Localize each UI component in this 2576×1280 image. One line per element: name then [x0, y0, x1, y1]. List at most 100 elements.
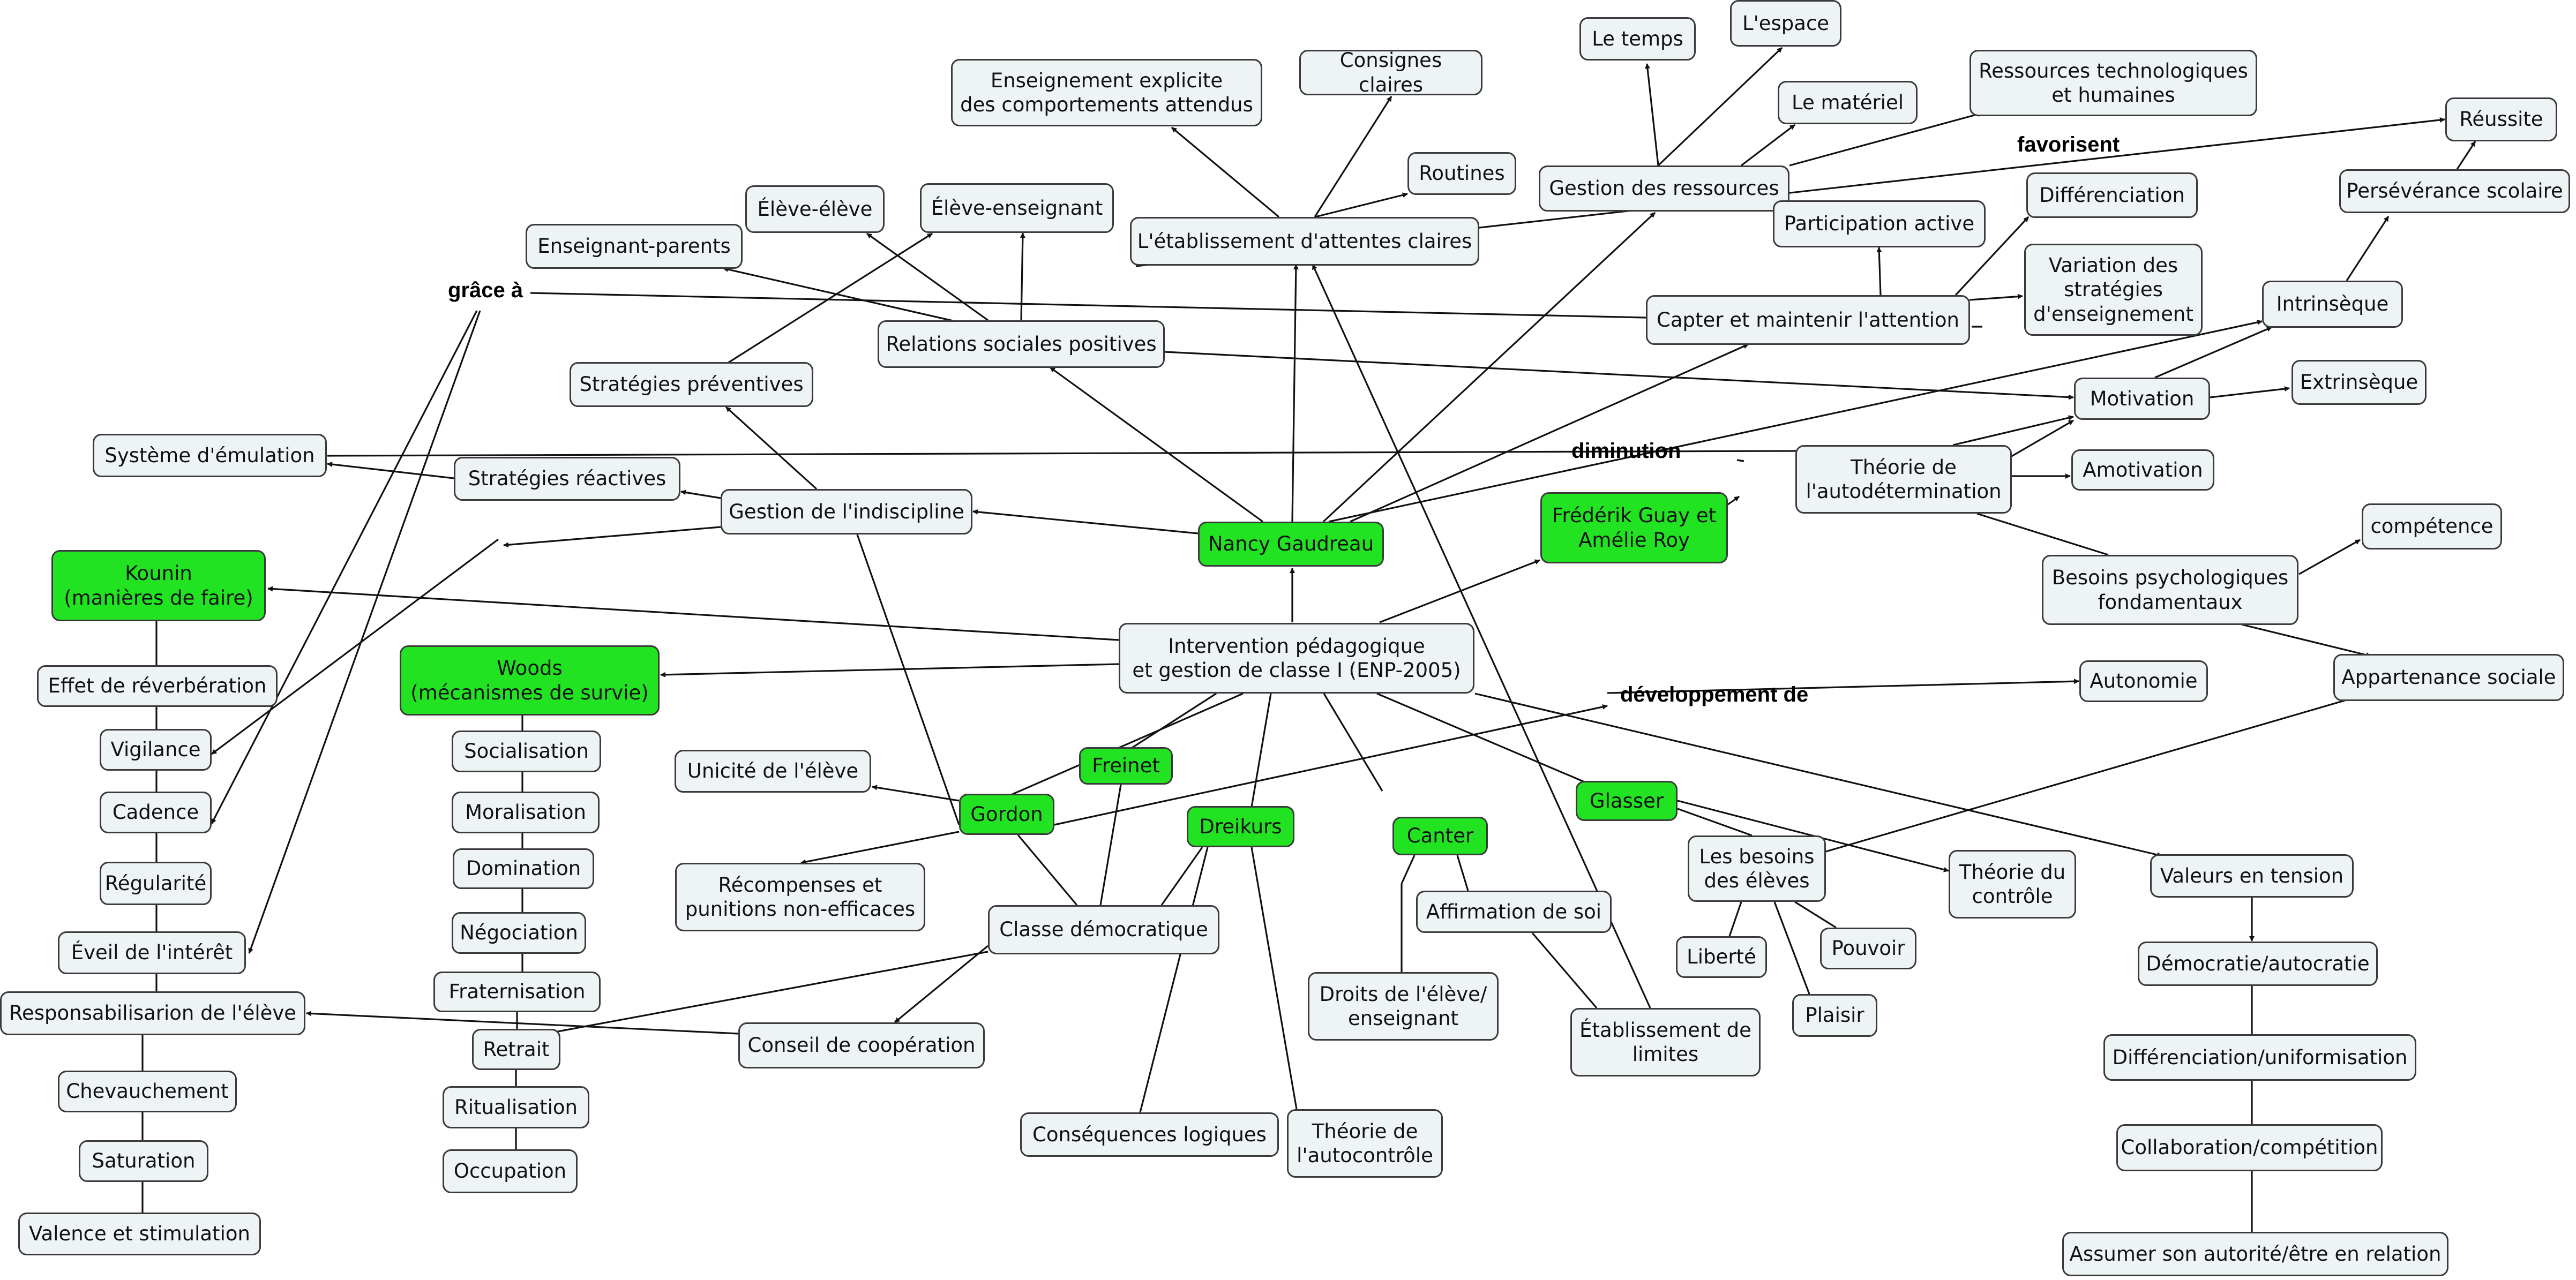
concept-attentes-claires[interactable]: L'établissement d'attentes claires: [1130, 217, 1479, 266]
link-line-25: [1164, 351, 2074, 400]
link-line-53: [2241, 623, 2371, 658]
concept-socialisation[interactable]: Socialisation: [452, 731, 601, 772]
link-line-4: [1006, 692, 1244, 798]
concept-valeurs-tension[interactable]: Valeurs en tension: [2150, 854, 2354, 898]
concept-consignes[interactable]: Consignes claires: [1299, 49, 1482, 96]
concept-saturation[interactable]: Saturation: [79, 1140, 208, 1182]
concept-canter[interactable]: Canter: [1392, 817, 1488, 855]
concept-gordon[interactable]: Gordon: [959, 794, 1054, 835]
concept-droits[interactable]: Droits de l'élève/ enseignant: [1308, 972, 1499, 1041]
concept-woods[interactable]: Woods (mécanismes de survie): [400, 645, 660, 716]
concept-classe-democratique[interactable]: Classe démocratique: [988, 905, 1219, 954]
concept-le-materiel[interactable]: Le matériel: [1778, 81, 1918, 124]
concept-eleve-eleve[interactable]: Élève-élève: [745, 185, 885, 233]
concept-valence[interactable]: Valence et stimulation: [18, 1213, 261, 1255]
concept-theorie-autodetermination[interactable]: Théorie de l'autodétermination: [1795, 445, 2012, 514]
concept-relations-sociales[interactable]: Relations sociales positives: [878, 320, 1165, 368]
link-label-grace: grâce à: [448, 278, 523, 302]
link-line-5: [1130, 692, 1217, 750]
concept-besoins-eleves[interactable]: Les besoins des élèves: [1688, 835, 1826, 902]
concept-systeme-emulation[interactable]: Système d'émulation: [93, 434, 327, 477]
concept-intrinseque[interactable]: Intrinsèque: [2262, 281, 2403, 328]
concept-ressources-techno[interactable]: Ressources technologiques et humaines: [1970, 50, 2257, 116]
concept-center[interactable]: Intervention pédagogique et gestion de c…: [1119, 623, 1474, 694]
link-line-85: [1401, 855, 1416, 884]
link-line-78: [1099, 784, 1122, 906]
concept-pouvoir[interactable]: Pouvoir: [1820, 928, 1916, 969]
concept-theorie-controle[interactable]: Théorie du contrôle: [1949, 850, 2076, 918]
concept-effet-reverberation[interactable]: Effet de réverbération: [37, 665, 278, 707]
concept-gestion-ressources[interactable]: Gestion des ressources: [1539, 165, 1789, 212]
concept-unicite[interactable]: Unicité de l'élève: [675, 750, 871, 793]
concept-affirmation[interactable]: Affirmation de soi: [1416, 891, 1612, 933]
concept-kounin[interactable]: Kounin (manières de faire): [51, 550, 266, 621]
concept-liberte[interactable]: Liberté: [1676, 936, 1767, 978]
link-line-50: [1727, 495, 1740, 506]
concept-vigilance[interactable]: Vigilance: [100, 729, 212, 771]
concept-dreikurs[interactable]: Dreikurs: [1187, 806, 1294, 847]
concept-eleve-enseignant[interactable]: Élève-enseignant: [920, 183, 1114, 233]
concept-etablissement-limites[interactable]: Établissement de limites: [1570, 1008, 1761, 1076]
concept-besoins-psy[interactable]: Besoins psychologiques fondamentaux: [2042, 555, 2298, 625]
concept-assumer[interactable]: Assumer son autorité/être en relation: [2062, 1232, 2448, 1276]
link-line-1: [1379, 559, 1540, 623]
link-line-49: [2009, 419, 2074, 458]
link-line-45: [2210, 386, 2290, 398]
link-line-81: [1250, 847, 1298, 1110]
concept-recompenses[interactable]: Récompenses et punitions non-efficaces: [675, 863, 925, 931]
concept-democratie[interactable]: Démocratie/autocratie: [2138, 942, 2378, 986]
concept-routines[interactable]: Routines: [1407, 152, 1516, 195]
concept-consequences-logiques[interactable]: Conséquences logiques: [1020, 1112, 1279, 1157]
link-line-87: [1456, 855, 1469, 891]
concept-le-temps[interactable]: Le temps: [1579, 17, 1696, 61]
concept-autonomie[interactable]: Autonomie: [2079, 660, 2208, 702]
concept-l-espace[interactable]: L'espace: [1730, 0, 1841, 47]
link-line-17: [680, 490, 721, 499]
concept-enseignant-parents[interactable]: Enseignant-parents: [526, 224, 743, 269]
concept-occupation[interactable]: Occupation: [443, 1149, 578, 1193]
concept-collaboration[interactable]: Collaboration/compétition: [2116, 1124, 2383, 1171]
concept-moralisation[interactable]: Moralisation: [452, 792, 600, 833]
link-line-21: [327, 462, 454, 479]
concept-glasser[interactable]: Glasser: [1576, 781, 1678, 821]
concept-capter[interactable]: Capter et maintenir l'attention: [1646, 295, 1970, 345]
concept-theorie-autocontrole[interactable]: Théorie de l'autocontrôle: [1287, 1109, 1443, 1178]
concept-appartenance[interactable]: Appartenance sociale: [2333, 654, 2564, 701]
concept-extrinseque[interactable]: Extrinsèque: [2292, 360, 2427, 405]
concept-reussite[interactable]: Réussite: [2445, 97, 2557, 141]
concept-participation[interactable]: Participation active: [1773, 200, 1986, 247]
link-line-82: [894, 945, 989, 1023]
concept-fraternisation[interactable]: Fraternisation: [433, 972, 601, 1012]
concept-eveil[interactable]: Éveil de l'intérêt: [58, 931, 246, 974]
concept-cadence[interactable]: Cadence: [100, 792, 212, 833]
concept-plaisir[interactable]: Plaisir: [1792, 994, 1877, 1037]
concept-enseignement-explicite[interactable]: Enseignement explicite des comportements…: [951, 59, 1262, 126]
concept-domination[interactable]: Domination: [453, 848, 594, 889]
concept-guay[interactable]: Frédérik Guay et Amélie Roy: [1540, 492, 1728, 563]
concept-competence[interactable]: compétence: [2362, 503, 2502, 549]
concept-nancy[interactable]: Nancy Gaudreau: [1198, 522, 1384, 567]
concept-perseverance[interactable]: Persévérance scolaire: [2339, 169, 2570, 213]
link-line-14: [1322, 212, 1656, 523]
concept-differenciation-uniformisation[interactable]: Différenciation/uniformisation: [2103, 1034, 2416, 1081]
link-line-3: [660, 663, 1119, 677]
concept-differenciation[interactable]: Différenciation: [2026, 172, 2198, 218]
concept-responsabilisation[interactable]: Responsabilisarion de l'élève: [0, 991, 305, 1035]
concept-conseil-cooperation[interactable]: Conseil de coopération: [738, 1022, 985, 1068]
concept-chevauchement[interactable]: Chevauchement: [58, 1071, 237, 1112]
concept-negociation[interactable]: Négociation: [452, 912, 586, 954]
concept-variation[interactable]: Variation des stratégies d'enseignement: [2024, 244, 2203, 336]
concept-gestion-indiscipline[interactable]: Gestion de l'indiscipline: [721, 489, 972, 534]
concept-ritualisation[interactable]: Ritualisation: [443, 1086, 589, 1128]
link-line-56: [1054, 704, 1608, 826]
concept-strategies-reactives[interactable]: Stratégies réactives: [454, 457, 680, 501]
concept-motivation[interactable]: Motivation: [2074, 378, 2210, 420]
concept-freinet[interactable]: Freinet: [1079, 747, 1173, 785]
concept-regularite[interactable]: Régularité: [100, 862, 212, 905]
link-line-92: [1825, 694, 2362, 853]
concept-amotivation[interactable]: Amotivation: [2071, 449, 2214, 491]
concept-retrait[interactable]: Retrait: [472, 1029, 560, 1070]
link-line-6: [1250, 693, 1272, 808]
concept-strategies-preventives[interactable]: Stratégies préventives: [570, 362, 813, 407]
